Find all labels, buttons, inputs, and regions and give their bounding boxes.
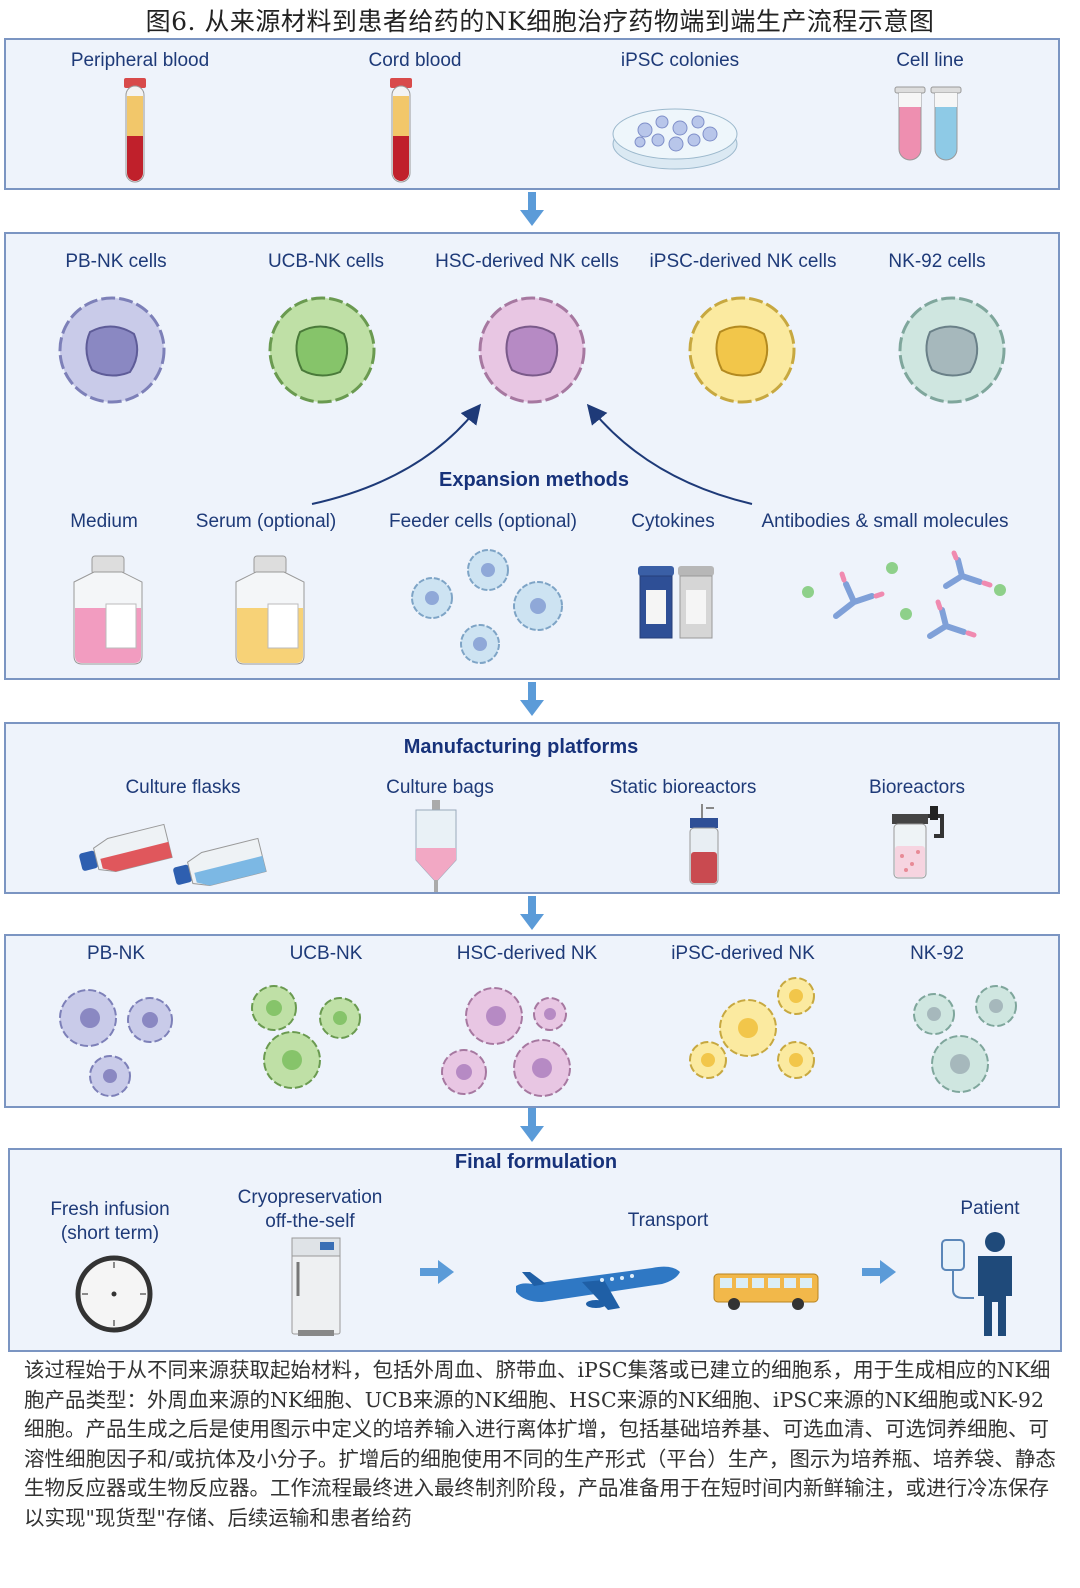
airplane-icon <box>516 1266 680 1310</box>
source-label-ipsc-colonies: iPSC colonies <box>620 50 740 71</box>
pb-nk-cells-cluster-icon <box>59 989 173 1097</box>
platform-label-culture-bags: Culture bags <box>386 777 494 798</box>
figure-caption: 该过程始于从不同来源获取起始材料，包括外周血、脐带血、iPSC集落或已建立的细胞… <box>24 1358 1056 1530</box>
down-arrow-icon <box>520 1108 544 1142</box>
fresh-infusion-label: Fresh infusion (short term) <box>50 1199 170 1244</box>
hsc-nk-cell-icon <box>478 296 586 404</box>
blood-tube-icon <box>390 78 412 183</box>
manufacturing-panel <box>4 722 1060 894</box>
right-arrow-icon <box>420 1260 454 1284</box>
expansion-curved-arrows <box>311 403 753 505</box>
final-formulation-title: Final formulation <box>454 1151 618 1173</box>
down-arrow-icon <box>520 192 544 226</box>
cytokines-vials-icon <box>638 566 714 639</box>
expansion-label-medium: Medium <box>70 511 138 532</box>
ucb-nk-cells-cluster-icon <box>251 985 361 1089</box>
nk-type-label-ucb: UCB-NK cells <box>267 251 385 272</box>
bus-icon <box>713 1273 819 1310</box>
ipsc-nk-cells-cluster-icon <box>689 977 815 1079</box>
petri-dish-icon <box>612 108 738 170</box>
bioreactor-icon <box>892 806 944 879</box>
cryopreservation-label: Cryopreservation off-the-self <box>237 1187 383 1232</box>
platform-label-static-bioreactors: Static bioreactors <box>609 777 757 798</box>
nk-type-label-ipsc: iPSC-derived NK cells <box>649 251 837 272</box>
expansion-label-serum: Serum (optional) <box>195 511 337 532</box>
transport-label: Transport <box>627 1210 709 1231</box>
patient-label: Patient <box>960 1198 1020 1219</box>
down-arrow-icon <box>520 896 544 930</box>
expansion-label-feeder: Feeder cells (optional) <box>389 511 577 532</box>
nk-type-label-nk92: NK-92 cells <box>888 251 986 272</box>
platform-label-bioreactors: Bioreactors <box>868 777 966 798</box>
right-arrow-icon <box>862 1260 896 1284</box>
down-arrow-icon <box>520 682 544 716</box>
expansion-label-cytokines: Cytokines <box>631 511 715 532</box>
product-label-nk92: NK-92 <box>910 943 964 964</box>
product-label-ipsc-nk: iPSC-derived NK <box>671 943 815 964</box>
platform-label-culture-flasks: Culture flasks <box>125 777 241 798</box>
blood-tube-icon <box>124 78 146 183</box>
static-bioreactor-icon <box>689 804 719 885</box>
hsc-nk-cells-cluster-icon <box>441 987 571 1097</box>
final-formulation-panel <box>8 1148 1062 1352</box>
nk92-cell-icon <box>898 296 1006 404</box>
figure-title: 图6. 从来源材料到患者给药的NK细胞治疗药物端到端生产流程示意图 <box>145 7 935 36</box>
feeder-cells-icon <box>411 549 563 664</box>
expansion-label-antibodies: Antibodies & small molecules <box>761 511 1009 532</box>
nk92-cells-cluster-icon <box>913 985 1017 1093</box>
pb-nk-cell-icon <box>58 296 166 404</box>
medium-bottle-icon <box>73 555 143 665</box>
culture-flasks-icon <box>79 823 267 886</box>
nk-type-label-hsc: HSC-derived NK cells <box>435 251 619 272</box>
expansion-methods-title: Expansion methods <box>438 469 630 491</box>
source-label-peripheral-blood: Peripheral blood <box>70 50 210 71</box>
ucb-nk-cell-icon <box>268 296 376 404</box>
freezer-icon <box>291 1237 341 1336</box>
product-label-pb-nk: PB-NK <box>86 943 146 964</box>
manufacturing-platforms-title: Manufacturing platforms <box>403 736 639 758</box>
product-label-ucb-nk: UCB-NK <box>289 943 363 964</box>
antibodies-icon <box>802 550 1006 639</box>
nk-type-label-pb: PB-NK cells <box>65 251 167 272</box>
patient-icon <box>941 1232 1012 1336</box>
culture-bag-icon <box>415 800 457 892</box>
cell-line-tubes-icon <box>894 86 962 161</box>
sources-panel <box>4 38 1060 190</box>
source-label-cord-blood: Cord blood <box>368 50 462 71</box>
source-label-cell-line: Cell line <box>896 50 964 71</box>
ipsc-nk-cell-icon <box>688 296 796 404</box>
product-label-hsc-nk: HSC-derived NK <box>456 943 598 964</box>
clock-icon <box>75 1255 153 1333</box>
serum-bottle-icon <box>235 555 305 665</box>
